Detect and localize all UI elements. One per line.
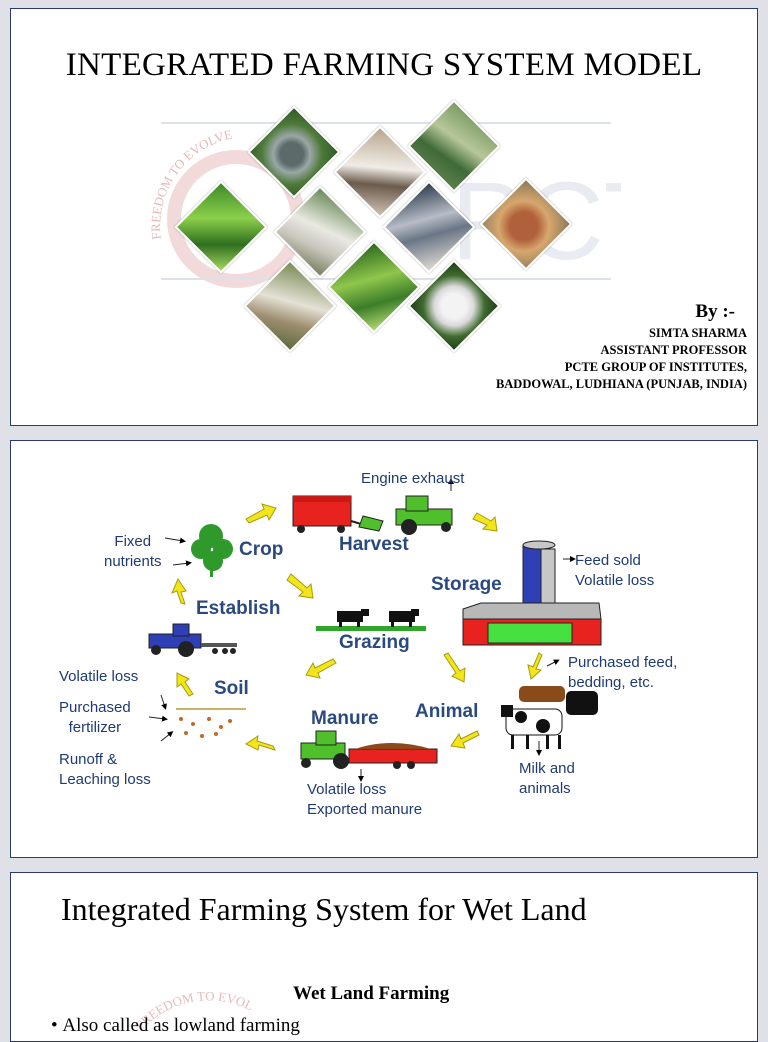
section-subtitle: Wet Land Farming bbox=[293, 983, 450, 1004]
dairy-cows-icon bbox=[501, 659, 598, 756]
manure-spreader-icon bbox=[300, 730, 438, 782]
label-harvest: Harvest bbox=[339, 534, 409, 555]
storage-barn-icon bbox=[462, 540, 602, 646]
label-storage: Storage bbox=[431, 574, 502, 595]
grazing-cattle-icon bbox=[316, 609, 426, 631]
label-volatile-loss: Volatile loss bbox=[59, 668, 139, 685]
label-manure: Manure bbox=[311, 708, 379, 729]
farming-cycle-diagram bbox=[148, 478, 602, 782]
label-animal: Animal bbox=[415, 701, 479, 722]
slide-title: Integrated Farming System for Wet Land bbox=[61, 891, 587, 927]
tractor-icon bbox=[148, 623, 237, 657]
author-name: SIMTA SHARMA bbox=[648, 326, 747, 340]
harvester-icon bbox=[292, 478, 454, 535]
author-location: BADDOWAL, LUDHIANA (PUNJAB, INDIA) bbox=[495, 377, 747, 391]
label-runoff-leaching: Runoff & Leaching loss bbox=[59, 751, 151, 788]
label-crop: Crop bbox=[239, 539, 284, 560]
author-position: ASSISTANT PROFESSOR bbox=[600, 343, 747, 357]
label-purchased-fertilizer: Purchased fertilizer bbox=[59, 699, 131, 736]
title-slide: INTEGRATED FARMING SYSTEM MODEL FREEDOM … bbox=[10, 8, 758, 426]
slide-title: INTEGRATED FARMING SYSTEM MODEL bbox=[65, 47, 703, 83]
label-grazing: Grazing bbox=[339, 632, 410, 653]
label-engine-exhaust: Engine exhaust bbox=[361, 470, 465, 487]
label-feed-sold: Feed sold Volatile loss bbox=[575, 552, 655, 589]
byline-label: By :- bbox=[695, 301, 735, 322]
bullet-marker: • bbox=[51, 1015, 63, 1036]
label-purchased-feed: Purchased feed, bedding, etc. bbox=[568, 654, 678, 691]
author-institute: PCTE GROUP OF INSTITUTES, bbox=[564, 360, 747, 374]
label-volatile-exported: Volatile loss Exported manure bbox=[307, 781, 423, 818]
cycle-arrows bbox=[171, 503, 543, 751]
farming-cycle-slide: Engine exhaust Harvest Crop Fixed nutrie… bbox=[10, 440, 758, 858]
soil-surface-icon bbox=[148, 537, 246, 742]
label-soil: Soil bbox=[214, 678, 249, 699]
label-fixed-nutrients: Fixed nutrients bbox=[104, 533, 162, 570]
wetland-slide: Integrated Farming System for Wet Land F… bbox=[10, 872, 758, 1042]
author-credits: SIMTA SHARMA ASSISTANT PROFESSOR PCTE GR… bbox=[496, 325, 747, 393]
bullet-text: Also called as lowland farming bbox=[62, 1015, 300, 1036]
label-milk-animals: Milk and animals bbox=[519, 760, 575, 797]
crop-plant-icon bbox=[191, 524, 233, 577]
label-establish: Establish bbox=[196, 598, 281, 619]
bullet-item: • Also called as lowland farming bbox=[51, 1015, 300, 1037]
